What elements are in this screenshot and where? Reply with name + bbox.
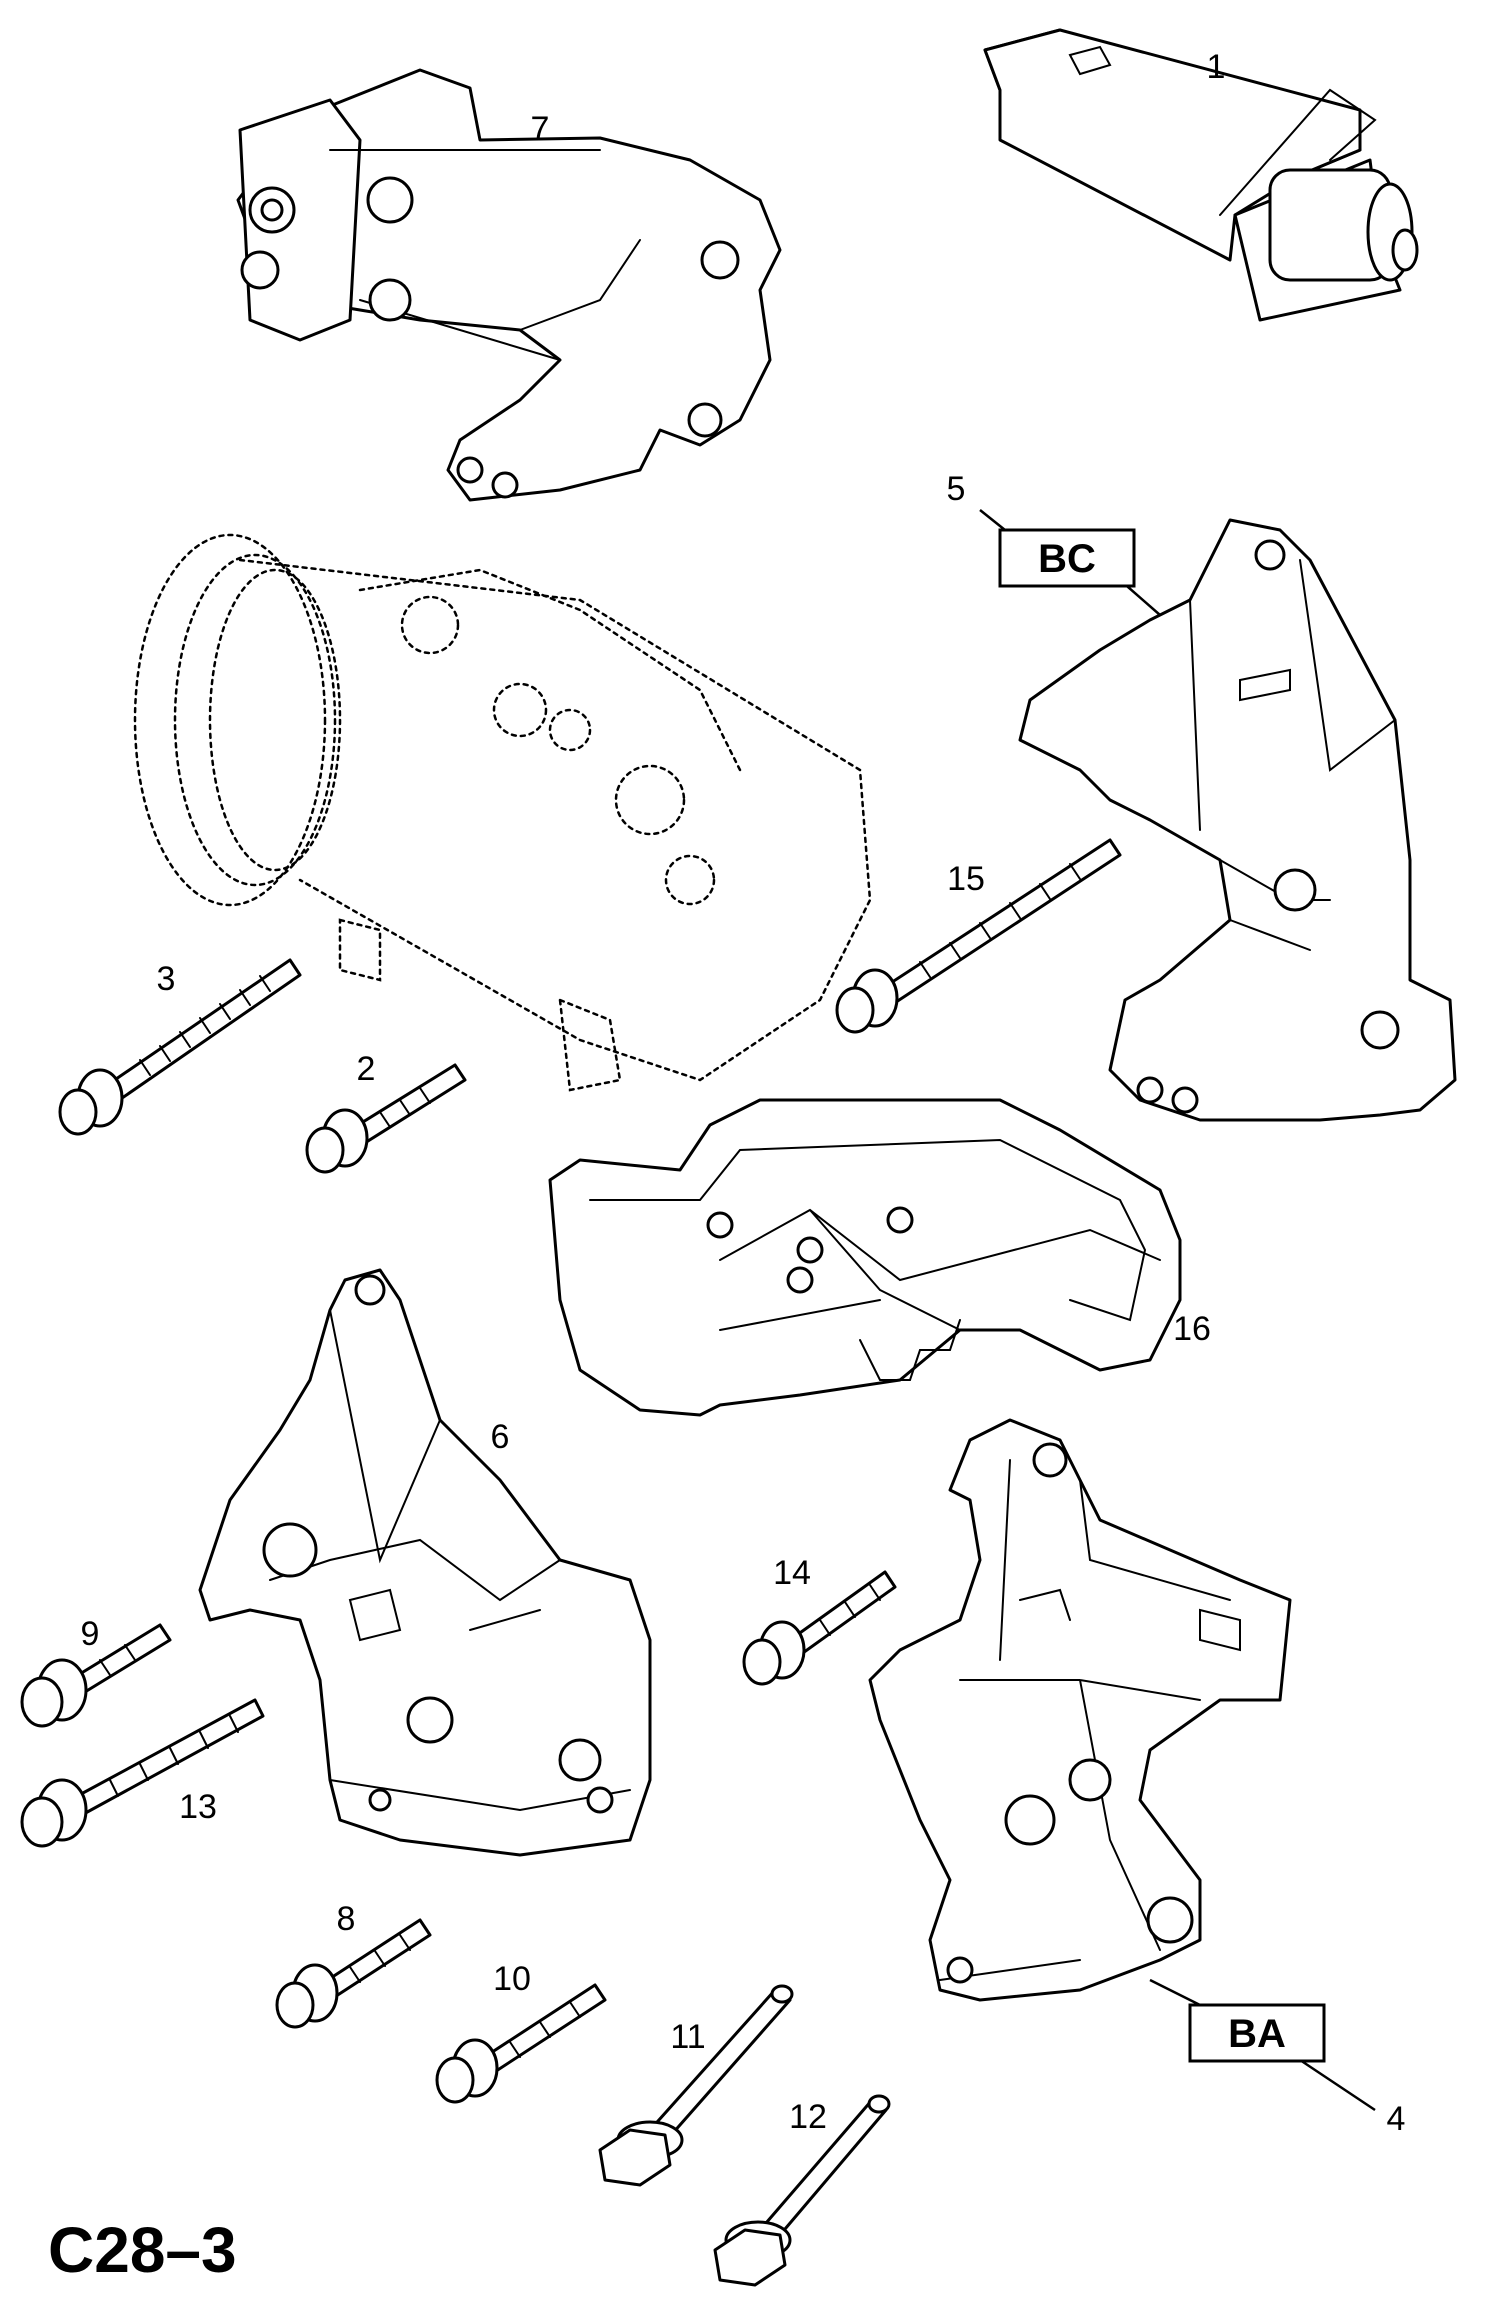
bolt-15 bbox=[835, 838, 1122, 1034]
bolt-12 bbox=[713, 2094, 891, 2287]
part-6-bracket bbox=[198, 1268, 652, 1857]
part-4-bracket-ba bbox=[868, 1418, 1292, 2002]
label-bc-box bbox=[998, 528, 1136, 588]
part-1-boxed-item bbox=[983, 28, 1419, 322]
callout-13: 13 bbox=[179, 1788, 217, 1826]
callout-12: 12 bbox=[789, 2098, 827, 2136]
part-7-pump-bracket bbox=[236, 68, 782, 502]
callout-11: 11 bbox=[670, 2018, 705, 2056]
callout-5: 5 bbox=[947, 470, 966, 508]
compressor-outline bbox=[133, 533, 872, 1092]
callout-14: 14 bbox=[773, 1554, 811, 1592]
callout-2: 2 bbox=[357, 1050, 376, 1088]
page-id: C28–3 bbox=[48, 2214, 237, 2286]
callout-6: 6 bbox=[491, 1418, 510, 1456]
callout-10: 10 bbox=[493, 1960, 531, 1998]
callout-8: 8 bbox=[337, 1900, 356, 1938]
label-ba-text: BA bbox=[1228, 2012, 1286, 2056]
callouts: 1 2 3 4 5 6 7 8 9 10 11 12 13 14 15 16 bbox=[81, 48, 1406, 2138]
label-bc-text: BC bbox=[1038, 537, 1096, 581]
bolt-2 bbox=[305, 1063, 467, 1174]
bolt-8 bbox=[275, 1918, 432, 2029]
bolt-14 bbox=[742, 1570, 897, 1686]
callout-7: 7 bbox=[531, 110, 550, 148]
label-bc: BC bbox=[979, 509, 1161, 616]
callout-9: 9 bbox=[81, 1615, 100, 1653]
label-ba: BA bbox=[1149, 1978, 1376, 2112]
bolt-13 bbox=[20, 1698, 265, 1848]
bolt-9 bbox=[20, 1623, 172, 1728]
part-16-shield-plate bbox=[548, 1098, 1182, 1417]
part-5-bracket-bc bbox=[1018, 518, 1457, 1122]
callout-4: 4 bbox=[1387, 2100, 1406, 2138]
label-ba-box bbox=[1188, 2003, 1326, 2063]
bolt-11 bbox=[598, 1984, 794, 2187]
bolt-10 bbox=[435, 1983, 607, 2104]
callout-1: 1 bbox=[1207, 48, 1226, 86]
bolt-3 bbox=[58, 958, 302, 1136]
callout-16: 16 bbox=[1173, 1310, 1211, 1348]
callout-15: 15 bbox=[947, 860, 985, 898]
callout-3: 3 bbox=[157, 960, 176, 998]
